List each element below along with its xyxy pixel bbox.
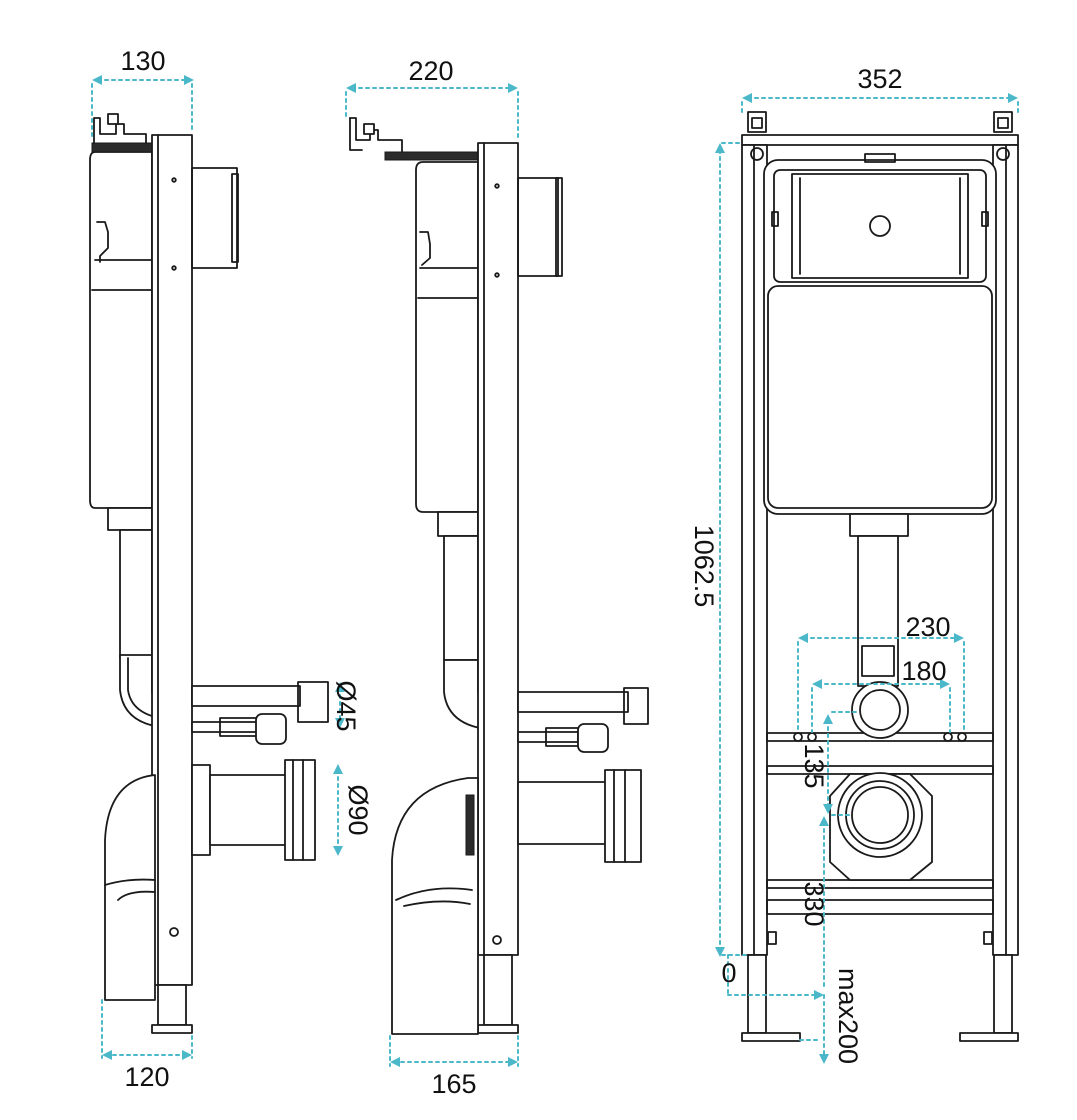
- cistern-tank: [89, 151, 153, 531]
- label-drain-height: 330: [799, 881, 829, 926]
- label-side-a-bottom-width: 120: [124, 1062, 169, 1092]
- top-bracket: [91, 113, 153, 153]
- drain-elbow-b: [391, 777, 479, 1035]
- flush-pipe: [119, 529, 177, 729]
- dimension-labels: 130 120 Ø45 Ø90 220 165 352 1062.5 230 1…: [120, 46, 950, 1099]
- inlet-pipe-b: [517, 687, 649, 753]
- label-side-a-top-width: 130: [120, 46, 165, 76]
- label-inlet-drain-height: 135: [799, 743, 829, 788]
- label-leg-extension: max200: [833, 968, 863, 1064]
- adjustable-leg: [151, 984, 193, 1034]
- actuator-plate: [191, 167, 239, 269]
- front-flush-pipe: [849, 513, 909, 739]
- label-frame-height: 1062.5: [689, 525, 719, 608]
- drain-pipe-b: [517, 769, 642, 863]
- label-side-b-top-width: 220: [408, 56, 453, 86]
- drain-elbow: [104, 774, 156, 1001]
- top-left-bracket: [747, 111, 767, 133]
- top-right-bracket: [993, 111, 1013, 133]
- label-small-pipe-diameter: Ø45: [331, 680, 361, 731]
- front-right-leg: [959, 931, 1019, 1042]
- front-cistern: [763, 153, 997, 515]
- front-drain-outlet: [829, 772, 933, 881]
- drain-pipe: [191, 759, 316, 861]
- actuator-plate-b: [517, 177, 563, 277]
- front-view: [741, 111, 1019, 1042]
- label-large-pipe-diameter: Ø90: [343, 784, 373, 835]
- label-inner-bolt-spacing: 180: [901, 656, 946, 686]
- frame-post-b: [477, 142, 519, 956]
- cistern-tank-b: [415, 161, 479, 537]
- side-view-a: [89, 113, 329, 1034]
- label-outer-bolt-spacing: 230: [905, 612, 950, 642]
- side-view-b: [349, 117, 649, 1035]
- label-side-b-bottom-width: 165: [431, 1069, 476, 1099]
- adjustable-leg-b: [477, 954, 519, 1034]
- top-bracket-b: [349, 117, 479, 161]
- dimension-lines: [91, 75, 1019, 1067]
- frame-post: [151, 134, 193, 986]
- label-frame-width: 352: [857, 64, 902, 94]
- inlet-pipe: [191, 681, 329, 745]
- label-floor-level: 0: [721, 958, 736, 988]
